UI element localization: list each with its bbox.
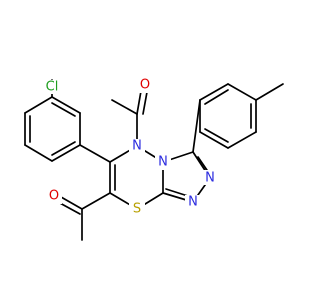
bond	[192, 99, 201, 153]
bond	[60, 196, 83, 210]
nitrogen-label: N	[158, 155, 168, 170]
sulfur-label: S	[133, 202, 141, 217]
bond	[136, 90, 142, 115]
nitrogen-label: N	[205, 171, 215, 186]
bond	[227, 83, 257, 101]
bond	[204, 128, 229, 143]
bond	[142, 91, 148, 115]
oxygen-label: O	[140, 78, 150, 93]
bond	[79, 144, 111, 163]
atom-labels: Cl N N N N S O O	[40, 78, 218, 217]
bond	[51, 144, 81, 162]
oxygen-label: O	[49, 189, 59, 204]
bonds	[24, 79, 284, 241]
nitrogen-label: N	[132, 139, 142, 154]
bond	[199, 83, 229, 101]
bond	[51, 96, 81, 114]
bond	[199, 131, 229, 149]
bond	[227, 131, 257, 149]
bond	[51, 102, 76, 117]
bond	[81, 192, 111, 210]
bond	[255, 83, 284, 101]
bond	[51, 141, 76, 156]
bond	[24, 144, 53, 162]
molecule-structure: Cl N N N N S O O	[24, 78, 284, 241]
bond	[204, 89, 229, 105]
bond	[24, 96, 53, 114]
chlorine-label: Cl	[46, 80, 59, 95]
bond	[111, 99, 138, 115]
molecule-canvas: Cl N N N N S O O	[24, 78, 284, 241]
nitrogen-label: N	[188, 195, 198, 210]
